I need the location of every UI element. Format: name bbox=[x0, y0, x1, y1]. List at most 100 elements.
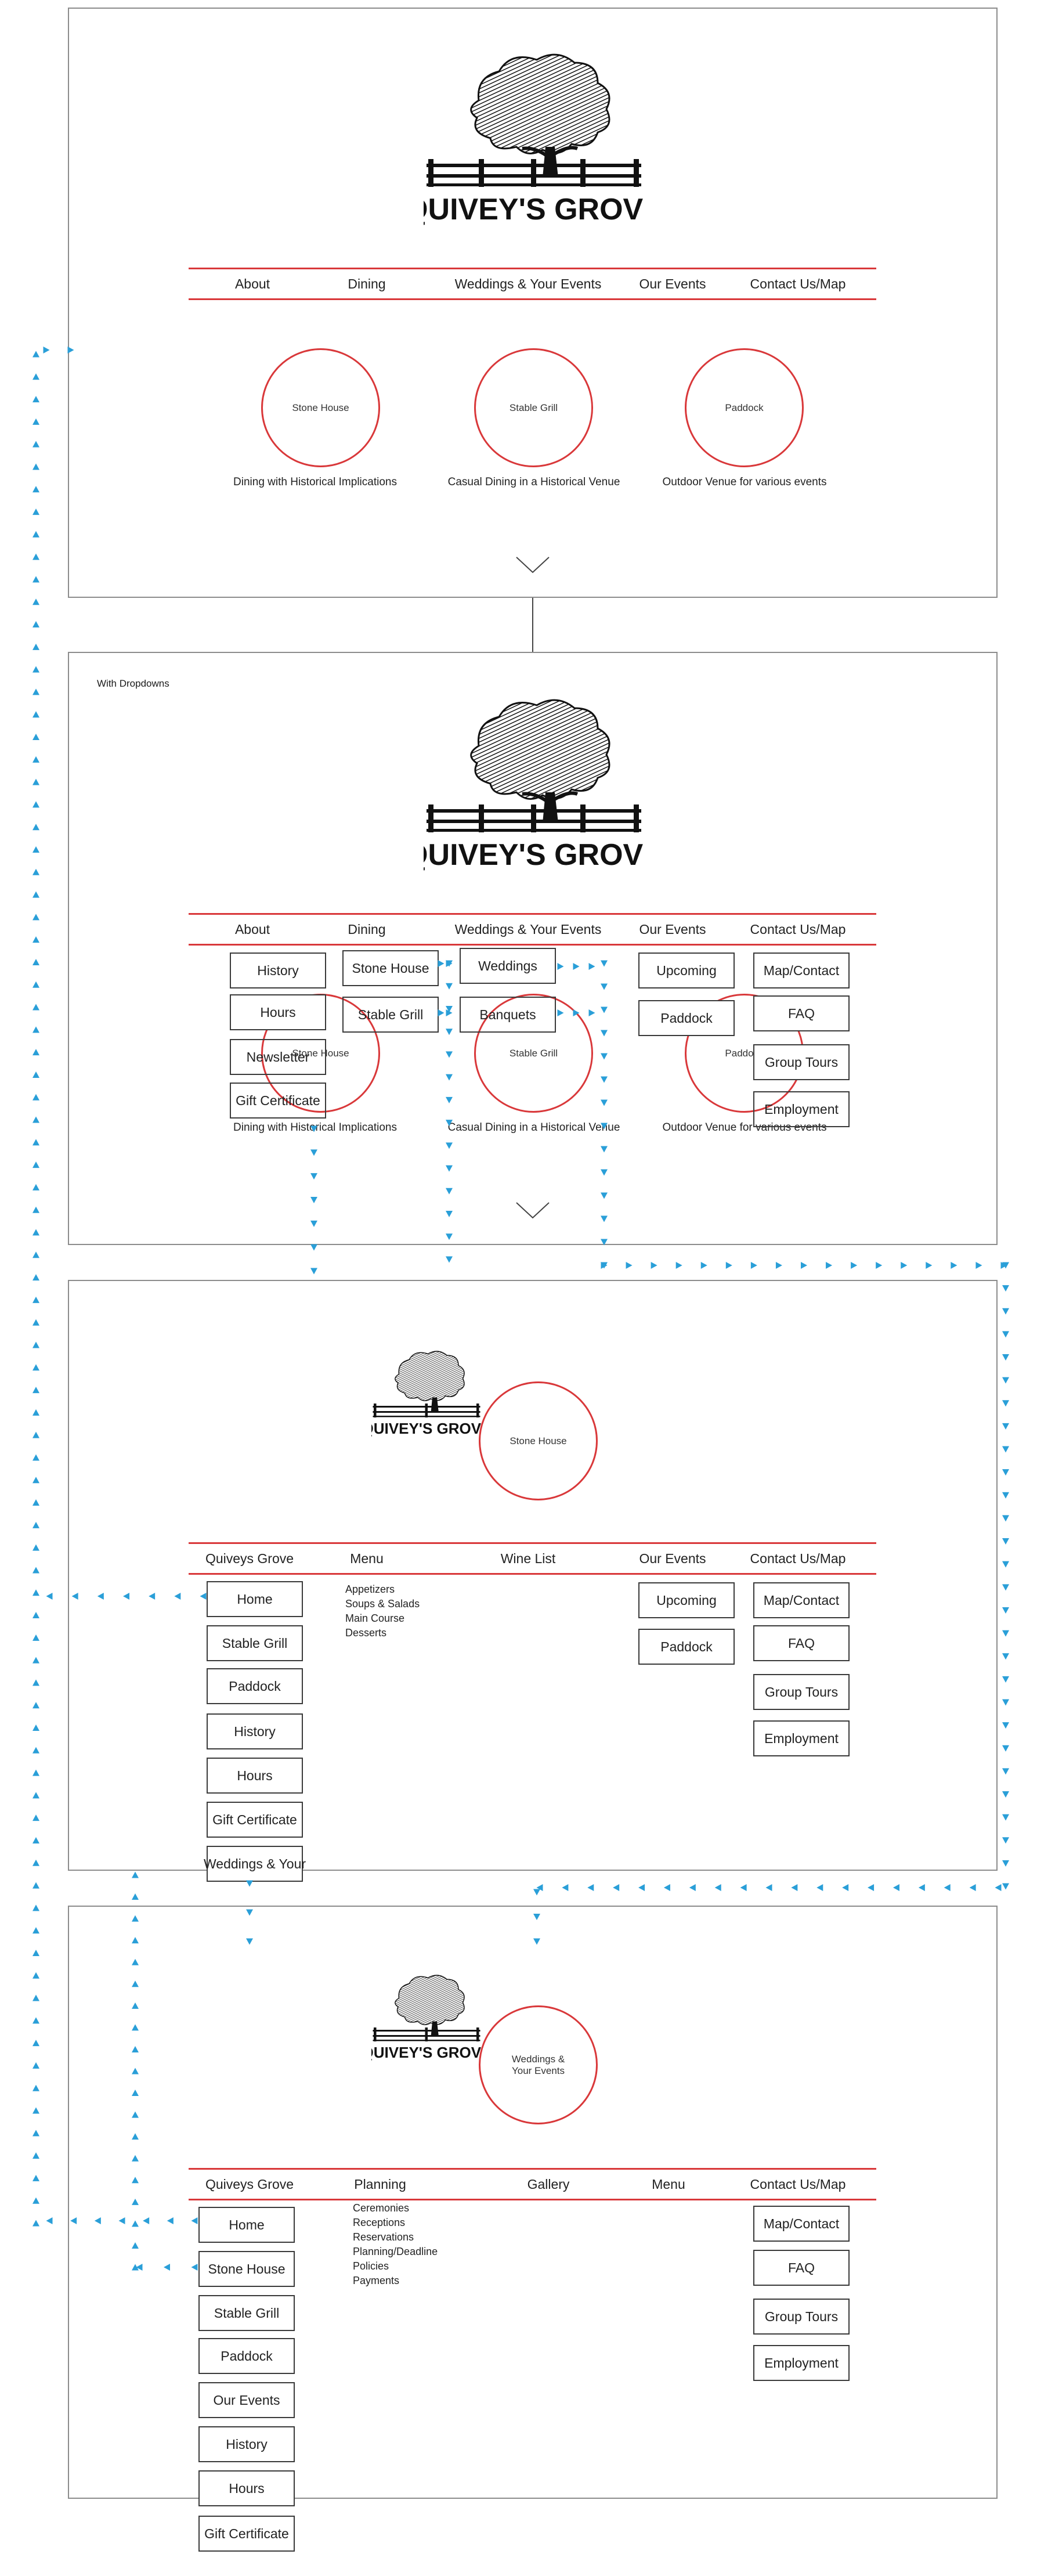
flow-arrow-icon bbox=[32, 1724, 39, 1731]
dropdown-contact-map[interactable]: Map/Contact bbox=[753, 953, 850, 988]
dropdown-events-paddock[interactable]: Paddock bbox=[638, 1000, 735, 1036]
venue-circle-stable-grill[interactable]: Stable Grill bbox=[474, 994, 593, 1113]
dropdown-contact-employment[interactable]: Employment bbox=[753, 1720, 850, 1756]
side-menu-stable-grill[interactable]: Stable Grill bbox=[198, 2295, 295, 2331]
side-menu-gift-certificate[interactable]: Gift Certificate bbox=[198, 2516, 295, 2552]
planning-list-item[interactable]: Planning/Deadline bbox=[353, 2246, 438, 2257]
menu-list-item[interactable]: Soups & Salads bbox=[345, 1598, 420, 1610]
quiveys-grove-logo-small[interactable]: QUIVEY'S GROVE bbox=[362, 1971, 491, 2066]
dropdown-about-gift-certificate[interactable]: Gift Certificate bbox=[230, 1083, 326, 1119]
venue-circle-stable-grill[interactable]: Stable Grill bbox=[474, 348, 593, 467]
nav-item-dining[interactable]: Dining bbox=[348, 276, 386, 291]
flow-arrow-icon bbox=[32, 1612, 39, 1619]
nav-item-contact[interactable]: Contact Us/Map bbox=[750, 276, 846, 291]
side-menu-history[interactable]: History bbox=[198, 2426, 295, 2462]
nav-item-about[interactable]: About bbox=[234, 922, 270, 937]
dropdown-contact-employment[interactable]: Employment bbox=[753, 2345, 850, 2381]
dropdown-dining-stone-house[interactable]: Stone House bbox=[342, 950, 439, 986]
nav-item-dining[interactable]: Dining bbox=[348, 922, 386, 937]
planning-list-item[interactable]: Payments bbox=[353, 2275, 400, 2286]
dropdown-events-upcoming[interactable]: Upcoming bbox=[638, 1582, 735, 1618]
nav-item-weddings[interactable]: Weddings & Your Events bbox=[454, 276, 602, 291]
tree-fence-icon: QUIVEY'S GROVE bbox=[404, 53, 663, 226]
dropdown-contact-map[interactable]: Map/Contact bbox=[753, 1582, 850, 1618]
flow-arrow-icon bbox=[893, 1884, 899, 1891]
dropdown-weddings-banquets[interactable]: Banquets bbox=[460, 997, 556, 1033]
planning-list-item[interactable]: Ceremonies bbox=[353, 2202, 410, 2214]
side-menu-paddock[interactable]: Paddock bbox=[207, 1668, 303, 1704]
side-menu-stable-grill[interactable]: Stable Grill bbox=[207, 1625, 303, 1661]
dropdown-contact-map[interactable]: Map/Contact bbox=[753, 2206, 850, 2242]
planning-list-item[interactable]: Receptions bbox=[353, 2217, 406, 2228]
dropdown-weddings-weddings[interactable]: Weddings bbox=[460, 948, 556, 984]
nav-item-home[interactable]: Quiveys Grove bbox=[205, 2177, 294, 2192]
flow-arrow-icon bbox=[32, 1004, 39, 1011]
side-menu-hours[interactable]: Hours bbox=[207, 1758, 303, 1794]
dropdown-about-newsletter[interactable]: Newsletter bbox=[230, 1039, 326, 1075]
scroll-down-chevron-icon[interactable] bbox=[515, 556, 550, 573]
flow-arrow-icon bbox=[714, 1884, 721, 1891]
flow-arrow-icon bbox=[32, 418, 39, 425]
nav-item-weddings[interactable]: Weddings & Your Events bbox=[454, 922, 602, 937]
nav-item-our-events[interactable]: Our Events bbox=[639, 276, 706, 291]
side-menu-stone-house[interactable]: Stone House bbox=[198, 2251, 295, 2287]
dropdown-contact-faq[interactable]: FAQ bbox=[753, 995, 850, 1031]
menu-list-item[interactable]: Appetizers bbox=[345, 1583, 395, 1595]
flow-arrow-icon bbox=[32, 576, 39, 583]
nav-item-home[interactable]: Quiveys Grove bbox=[205, 1551, 294, 1566]
flow-arrow-icon bbox=[613, 1884, 620, 1891]
planning-list-item[interactable]: Reservations bbox=[353, 2231, 414, 2243]
svg-text:QUIVEY'S GROVE: QUIVEY'S GROVE bbox=[371, 2044, 482, 2061]
flow-arrow-icon bbox=[32, 2152, 39, 2159]
side-menu-home[interactable]: Home bbox=[198, 2207, 295, 2243]
nav-item-planning[interactable]: Planning bbox=[354, 2177, 406, 2192]
quiveys-grove-logo[interactable]: QUIVEY'S GROVE bbox=[404, 45, 663, 237]
dropdown-dining-stable-grill[interactable]: Stable Grill bbox=[342, 997, 439, 1033]
side-menu-home[interactable]: Home bbox=[207, 1581, 303, 1617]
nav-top-rule bbox=[189, 2168, 876, 2170]
nav-item-contact[interactable]: Contact Us/Map bbox=[750, 922, 846, 937]
side-menu-weddings[interactable]: Weddings & Your bbox=[204, 1846, 306, 1882]
menu-list-item[interactable]: Main Course bbox=[345, 1612, 405, 1624]
quiveys-grove-logo-small[interactable]: QUIVEY'S GROVE bbox=[362, 1347, 491, 1442]
side-menu-hours[interactable]: Hours bbox=[198, 2470, 295, 2506]
flow-arrow-icon bbox=[651, 1262, 657, 1269]
planning-list-item[interactable]: Policies bbox=[353, 2260, 389, 2272]
nav-item-about[interactable]: About bbox=[234, 276, 270, 291]
nav-item-menu[interactable]: Menu bbox=[350, 1551, 384, 1566]
nav-item-our-events[interactable]: Our Events bbox=[639, 1551, 706, 1566]
venue-circle-stone-house[interactable]: Stone House bbox=[261, 348, 380, 467]
menu-list-item[interactable]: Desserts bbox=[345, 1627, 387, 1639]
quiveys-grove-logo-2[interactable]: QUIVEY'S GROVE bbox=[404, 691, 663, 882]
dropdown-contact-group-tours[interactable]: Group Tours bbox=[753, 1044, 850, 1080]
nav-item-menu[interactable]: Menu bbox=[652, 2177, 685, 2192]
dropdown-contact-faq[interactable]: FAQ bbox=[753, 1625, 850, 1661]
flow-arrow-icon bbox=[32, 1567, 39, 1574]
nav-bottom-rule bbox=[189, 1573, 876, 1575]
side-menu-our-events[interactable]: Our Events bbox=[198, 2382, 295, 2418]
flow-arrow-icon bbox=[1002, 1699, 1009, 1706]
flow-arrow-icon bbox=[675, 1262, 682, 1269]
venue-circle-paddock[interactable]: Paddock bbox=[685, 348, 804, 467]
nav-item-contact[interactable]: Contact Us/Map bbox=[750, 2177, 846, 2192]
dropdown-about-hours[interactable]: Hours bbox=[230, 994, 326, 1030]
side-menu-gift-certificate[interactable]: Gift Certificate bbox=[207, 1802, 303, 1838]
dropdown-contact-group-tours[interactable]: Group Tours bbox=[753, 1674, 850, 1710]
dropdown-contact-group-tours[interactable]: Group Tours bbox=[753, 2299, 850, 2335]
nav-item-our-events[interactable]: Our Events bbox=[639, 922, 706, 937]
dropdown-contact-employment[interactable]: Employment bbox=[753, 1091, 850, 1127]
side-menu-paddock[interactable]: Paddock bbox=[198, 2338, 295, 2374]
scroll-down-chevron-icon[interactable] bbox=[515, 1202, 550, 1219]
dropdown-events-paddock[interactable]: Paddock bbox=[638, 1629, 735, 1665]
dropdown-events-upcoming[interactable]: Upcoming bbox=[638, 953, 735, 988]
nav-item-wine-list[interactable]: Wine List bbox=[500, 1551, 556, 1566]
nav-item-gallery[interactable]: Gallery bbox=[527, 2177, 570, 2192]
dropdown-contact-faq[interactable]: FAQ bbox=[753, 2250, 850, 2286]
flow-arrow-icon bbox=[32, 1071, 39, 1078]
flow-arrow-icon bbox=[791, 1884, 798, 1891]
flow-arrow-icon bbox=[32, 1274, 39, 1281]
flow-arrow-icon bbox=[1002, 1860, 1009, 1867]
nav-item-contact[interactable]: Contact Us/Map bbox=[750, 1551, 846, 1566]
dropdown-about-history[interactable]: History bbox=[230, 953, 326, 988]
side-menu-history[interactable]: History bbox=[207, 1713, 303, 1749]
